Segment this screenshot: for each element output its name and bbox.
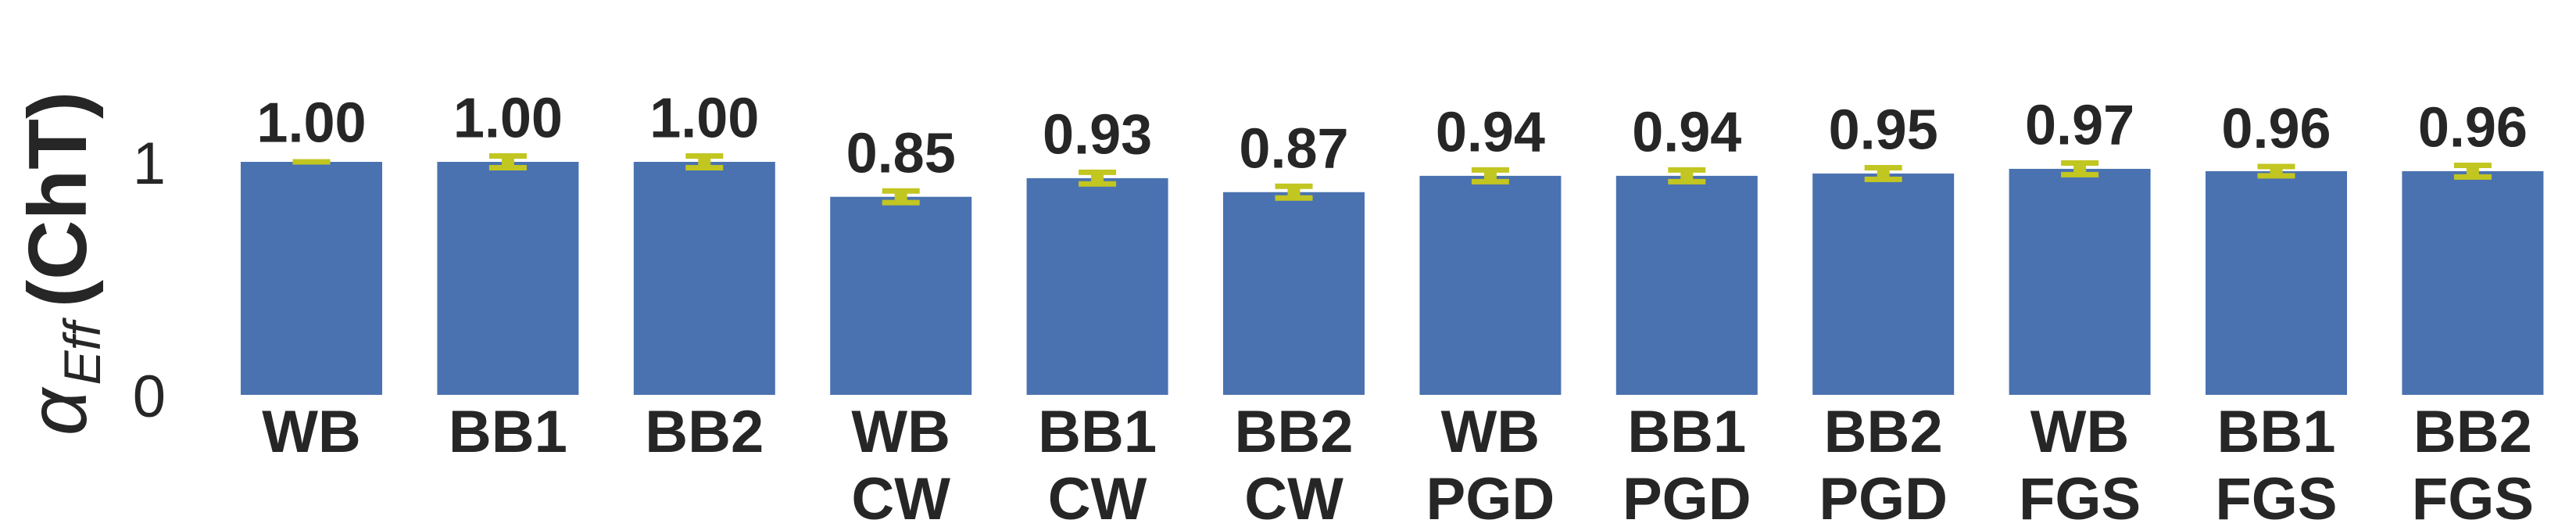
- category-label: BB2: [2413, 399, 2532, 465]
- error-bar: [2453, 162, 2492, 180]
- value-label: 0.85: [846, 122, 956, 185]
- error-bar: [1079, 169, 1117, 187]
- category-label: FGS: [2019, 466, 2141, 527]
- bar: [633, 162, 775, 395]
- bar: [1419, 175, 1562, 395]
- bar: [1026, 177, 1168, 396]
- y-axis-label-symbol: α: [12, 386, 104, 436]
- value-label: 0.94: [1632, 101, 1741, 163]
- error-bar: [882, 188, 920, 206]
- error-bar: [488, 153, 527, 170]
- error-bar: [1668, 167, 1706, 185]
- error-bar: [685, 153, 724, 170]
- category-label: BB1: [1038, 399, 1157, 465]
- category-label: WB: [262, 399, 361, 465]
- y-axis-label-suffix: (ChT): [12, 91, 104, 308]
- bar: [1223, 192, 1365, 396]
- value-label: 1.00: [649, 88, 759, 150]
- y-axis-ticks: 01: [133, 131, 166, 430]
- error-bar: [2257, 163, 2295, 179]
- error-bar: [2061, 160, 2099, 177]
- y-tick-label: 1: [133, 131, 166, 197]
- y-axis-label: α Eff (ChT): [12, 91, 111, 436]
- value-label: 1.00: [256, 92, 366, 155]
- error-bar: [1275, 183, 1313, 201]
- bar: [830, 196, 972, 395]
- category-label: CW: [851, 466, 950, 527]
- category-label: BB2: [1824, 399, 1943, 465]
- bar: [1615, 175, 1758, 395]
- value-label: 0.93: [1043, 103, 1152, 166]
- category-label: CW: [1048, 466, 1147, 527]
- category-label: FGS: [2215, 466, 2337, 527]
- category-label: FGS: [2412, 466, 2534, 527]
- value-label: 0.87: [1239, 117, 1348, 180]
- category-label: PGD: [1623, 466, 1751, 527]
- category-label: BB1: [449, 399, 567, 465]
- value-label: 0.96: [2221, 98, 2331, 160]
- svg-text:α Eff (ChT): α Eff (ChT): [12, 91, 111, 436]
- error-bar: [1864, 164, 1902, 182]
- category-label: WB: [1441, 399, 1540, 465]
- bar: [241, 162, 382, 395]
- category-label: BB1: [1627, 399, 1746, 465]
- value-label: 0.94: [1436, 101, 1545, 163]
- bars: [241, 162, 2544, 396]
- category-label: PGD: [1426, 466, 1555, 527]
- value-label: 0.95: [1829, 99, 1938, 161]
- category-label: BB2: [1234, 399, 1353, 465]
- category-label: BB2: [645, 399, 764, 465]
- value-label: 0.97: [2025, 94, 2134, 156]
- category-label: CW: [1244, 466, 1343, 527]
- y-tick-label: 0: [133, 364, 166, 430]
- bar: [2009, 168, 2151, 395]
- y-axis-label-subscript: Eff: [53, 317, 111, 385]
- category-label: WB: [851, 399, 950, 465]
- bar: [2206, 170, 2347, 396]
- error-bar: [1471, 167, 1509, 185]
- category-label: BB1: [2216, 399, 2335, 465]
- category-label: WB: [2030, 399, 2130, 465]
- bar: [1812, 173, 1955, 395]
- value-label: 0.96: [2418, 96, 2528, 159]
- value-label: 1.00: [453, 88, 563, 150]
- category-label: PGD: [1819, 466, 1948, 527]
- value-labels: 1.00 1.00 1.00 0.85 0.93 0.87 0.94 0.94 0.95 0.97…: [256, 88, 2528, 185]
- bar: [437, 162, 579, 395]
- error-bars: [292, 153, 2492, 206]
- bar: [2402, 170, 2544, 396]
